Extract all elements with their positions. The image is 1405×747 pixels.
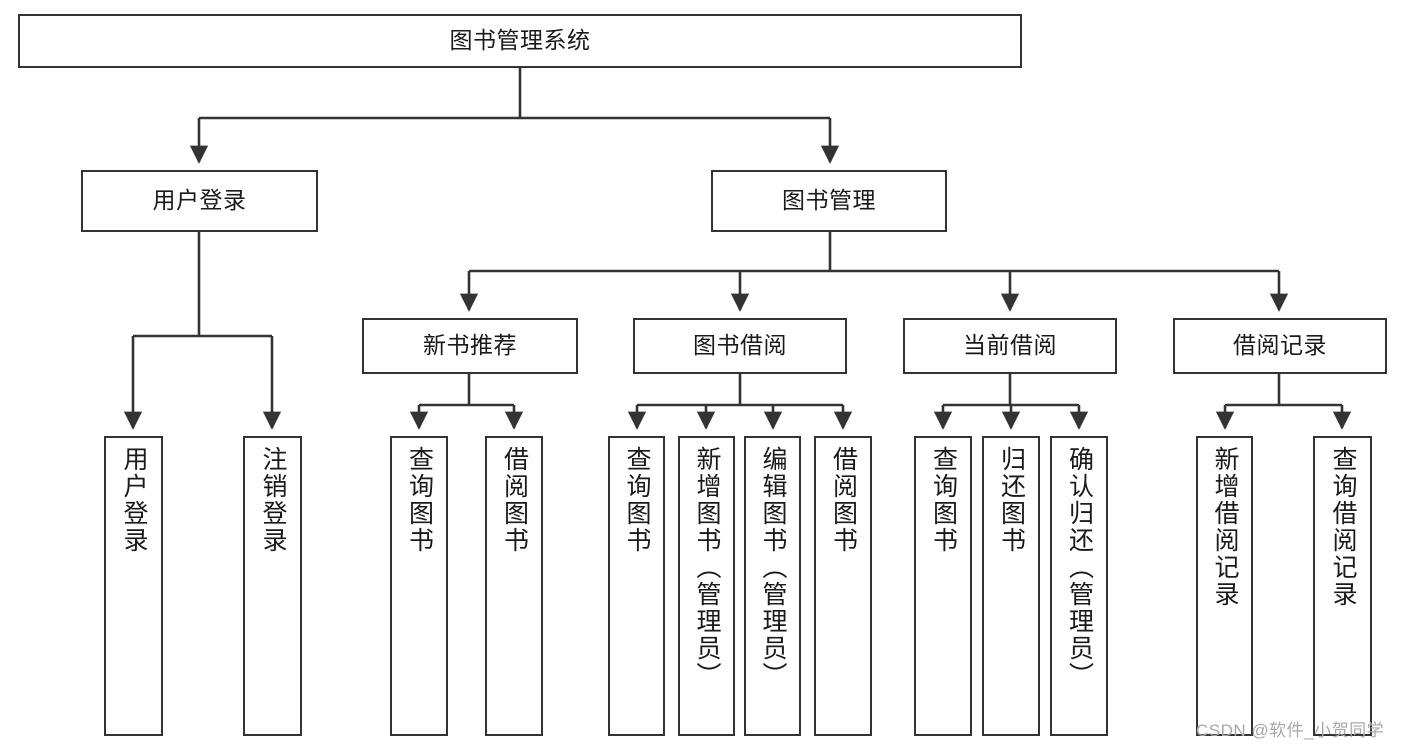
- node-leaf-user-logout[interactable]: 注销登录: [243, 436, 302, 736]
- node-leaf-add-borrow-record-label: 新增借阅记录: [1211, 446, 1239, 608]
- node-leaf-query-book-3[interactable]: 查询图书: [914, 436, 972, 736]
- node-root-label: 图书管理系统: [449, 27, 591, 54]
- csdn-watermark: CSDN @软件_小贺同学: [1196, 721, 1385, 740]
- node-leaf-edit-book-admin[interactable]: 编辑图书（管理员）: [744, 436, 801, 736]
- node-book-management-label: 图书管理: [782, 187, 876, 214]
- node-borrow-record[interactable]: 借阅记录: [1173, 318, 1387, 374]
- node-leaf-borrow-book-1-label: 借阅图书: [500, 446, 529, 554]
- node-leaf-query-borrow-record-label: 查询借阅记录: [1329, 446, 1357, 608]
- node-leaf-query-book-3-label: 查询图书: [929, 446, 958, 554]
- node-leaf-user-login[interactable]: 用户登录: [104, 436, 163, 736]
- node-leaf-borrow-book-2[interactable]: 借阅图书: [814, 436, 872, 736]
- node-leaf-add-book-admin[interactable]: 新增图书（管理员）: [678, 436, 735, 736]
- node-book-borrow-label: 图书借阅: [693, 332, 787, 359]
- node-leaf-add-borrow-record[interactable]: 新增借阅记录: [1196, 436, 1253, 736]
- node-current-borrow-label: 当前借阅: [963, 332, 1057, 359]
- node-new-book-recommend[interactable]: 新书推荐: [362, 318, 578, 374]
- node-current-borrow[interactable]: 当前借阅: [903, 318, 1117, 374]
- node-leaf-user-logout-label: 注销登录: [259, 446, 287, 554]
- node-user-login-label: 用户登录: [152, 187, 247, 214]
- node-leaf-user-login-label: 用户登录: [120, 446, 148, 554]
- node-leaf-confirm-return-admin-label: 确认归还（管理员）: [1065, 446, 1094, 689]
- node-leaf-query-book-2-label: 查询图书: [623, 446, 651, 554]
- node-leaf-borrow-book-2-label: 借阅图书: [829, 446, 858, 554]
- node-book-borrow[interactable]: 图书借阅: [633, 318, 847, 374]
- node-leaf-return-book[interactable]: 归还图书: [982, 436, 1040, 736]
- node-leaf-query-book-2[interactable]: 查询图书: [608, 436, 665, 736]
- node-new-book-recommend-label: 新书推荐: [423, 332, 517, 359]
- node-leaf-query-book-1-label: 查询图书: [405, 446, 434, 554]
- node-leaf-query-borrow-record[interactable]: 查询借阅记录: [1313, 436, 1372, 736]
- node-leaf-return-book-label: 归还图书: [997, 446, 1026, 554]
- node-leaf-query-book-1[interactable]: 查询图书: [390, 436, 448, 736]
- node-leaf-add-book-admin-label: 新增图书（管理员）: [693, 446, 721, 689]
- node-leaf-edit-book-admin-label: 编辑图书（管理员）: [759, 446, 787, 689]
- node-book-management[interactable]: 图书管理: [711, 170, 947, 232]
- node-leaf-borrow-book-1[interactable]: 借阅图书: [485, 436, 543, 736]
- node-root[interactable]: 图书管理系统: [18, 14, 1022, 68]
- node-user-login[interactable]: 用户登录: [81, 170, 318, 232]
- node-leaf-confirm-return-admin[interactable]: 确认归还（管理员）: [1050, 436, 1108, 736]
- node-borrow-record-label: 借阅记录: [1233, 332, 1327, 359]
